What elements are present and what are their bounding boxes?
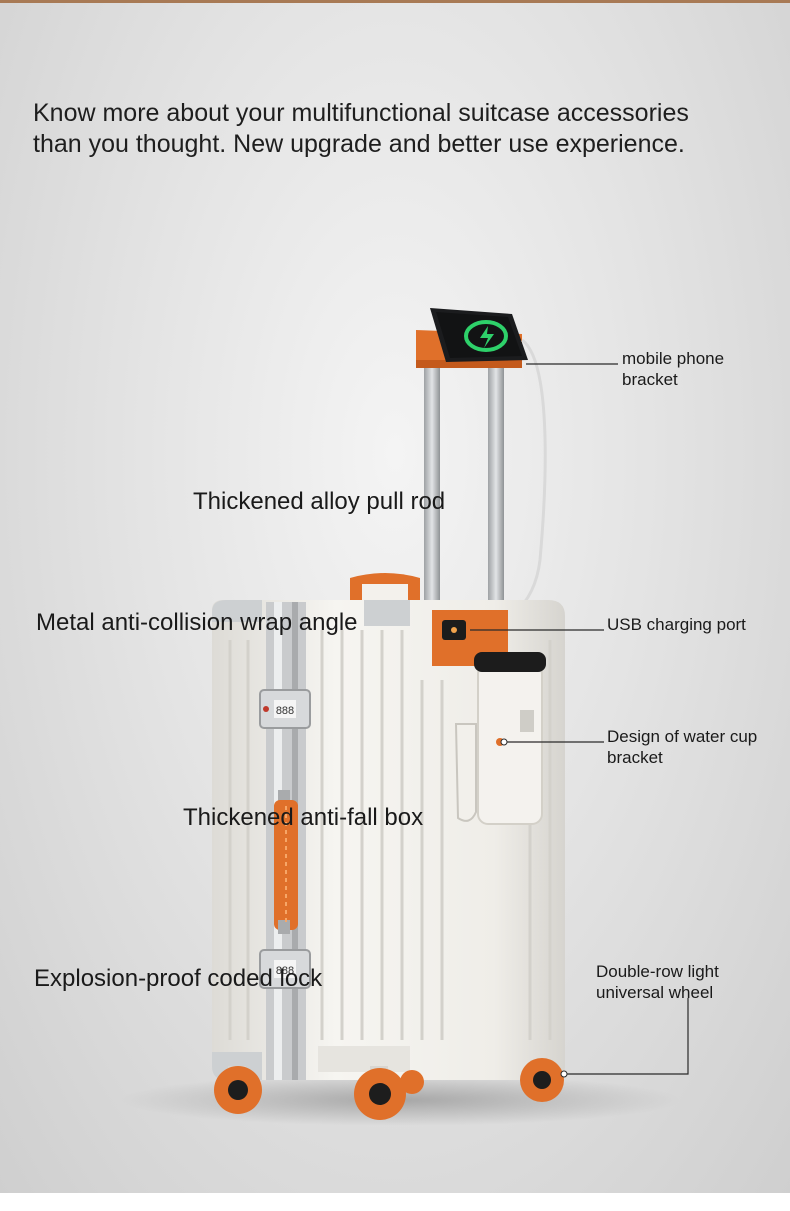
callout-pull-rod: Thickened alloy pull rod	[193, 488, 446, 515]
callout-usb-port-text: USB charging port	[607, 615, 746, 634]
combination-lock-upper: 888	[259, 689, 311, 729]
top-carry-handle	[350, 573, 420, 604]
intro-line-1: Know more about your multifunctional sui…	[33, 99, 689, 127]
callout-coded-lock: Explosion-proof coded lock	[34, 965, 323, 992]
lock-code-lower: 888	[276, 965, 294, 977]
leader-lines	[470, 363, 689, 1075]
charging-icon	[464, 320, 508, 352]
callout-phone-bracket-line-1: mobile phone	[622, 349, 725, 368]
callout-cup-bracket-line-2: bracket	[607, 748, 663, 767]
callout-cup-bracket: Design of water cup bracket	[607, 726, 757, 768]
intro-line-2: than you thought. New upgrade and better…	[33, 130, 685, 158]
callout-cup-bracket-line-1: Design of water cup	[607, 727, 758, 746]
bottom-margin	[0, 1193, 790, 1211]
lock-code-upper: 888	[276, 705, 294, 717]
callout-wheel: Double-row light universal wheel	[596, 961, 719, 1003]
cup-holder	[454, 652, 546, 825]
wheel-rear-left	[400, 1070, 424, 1094]
callout-phone-bracket: mobile phone bracket	[622, 348, 724, 390]
callout-anti-fall-box: Thickened anti-fall box	[183, 804, 424, 831]
wheel-front-right	[354, 1066, 406, 1120]
callout-phone-bracket-line-2: bracket	[622, 370, 678, 389]
callout-wrap-angle: Metal anti-collision wrap angle	[36, 609, 358, 636]
wheel-rear-right	[520, 1058, 564, 1102]
pull-rod	[421, 352, 507, 614]
callout-wheel-line-1: Double-row light	[596, 962, 719, 981]
phone	[430, 308, 528, 362]
intro-text: Know more about your multifunctional sui…	[33, 98, 753, 160]
wheel-front-left	[214, 1066, 262, 1114]
side-carry-handle	[274, 790, 298, 934]
callout-wheel-line-2: universal wheel	[596, 983, 714, 1002]
top-edge-strip	[0, 0, 790, 3]
water-cup	[477, 663, 543, 825]
callout-usb-port: USB charging port	[607, 614, 746, 635]
charging-cable	[469, 338, 547, 630]
combination-lock-lower: 888	[259, 949, 311, 989]
